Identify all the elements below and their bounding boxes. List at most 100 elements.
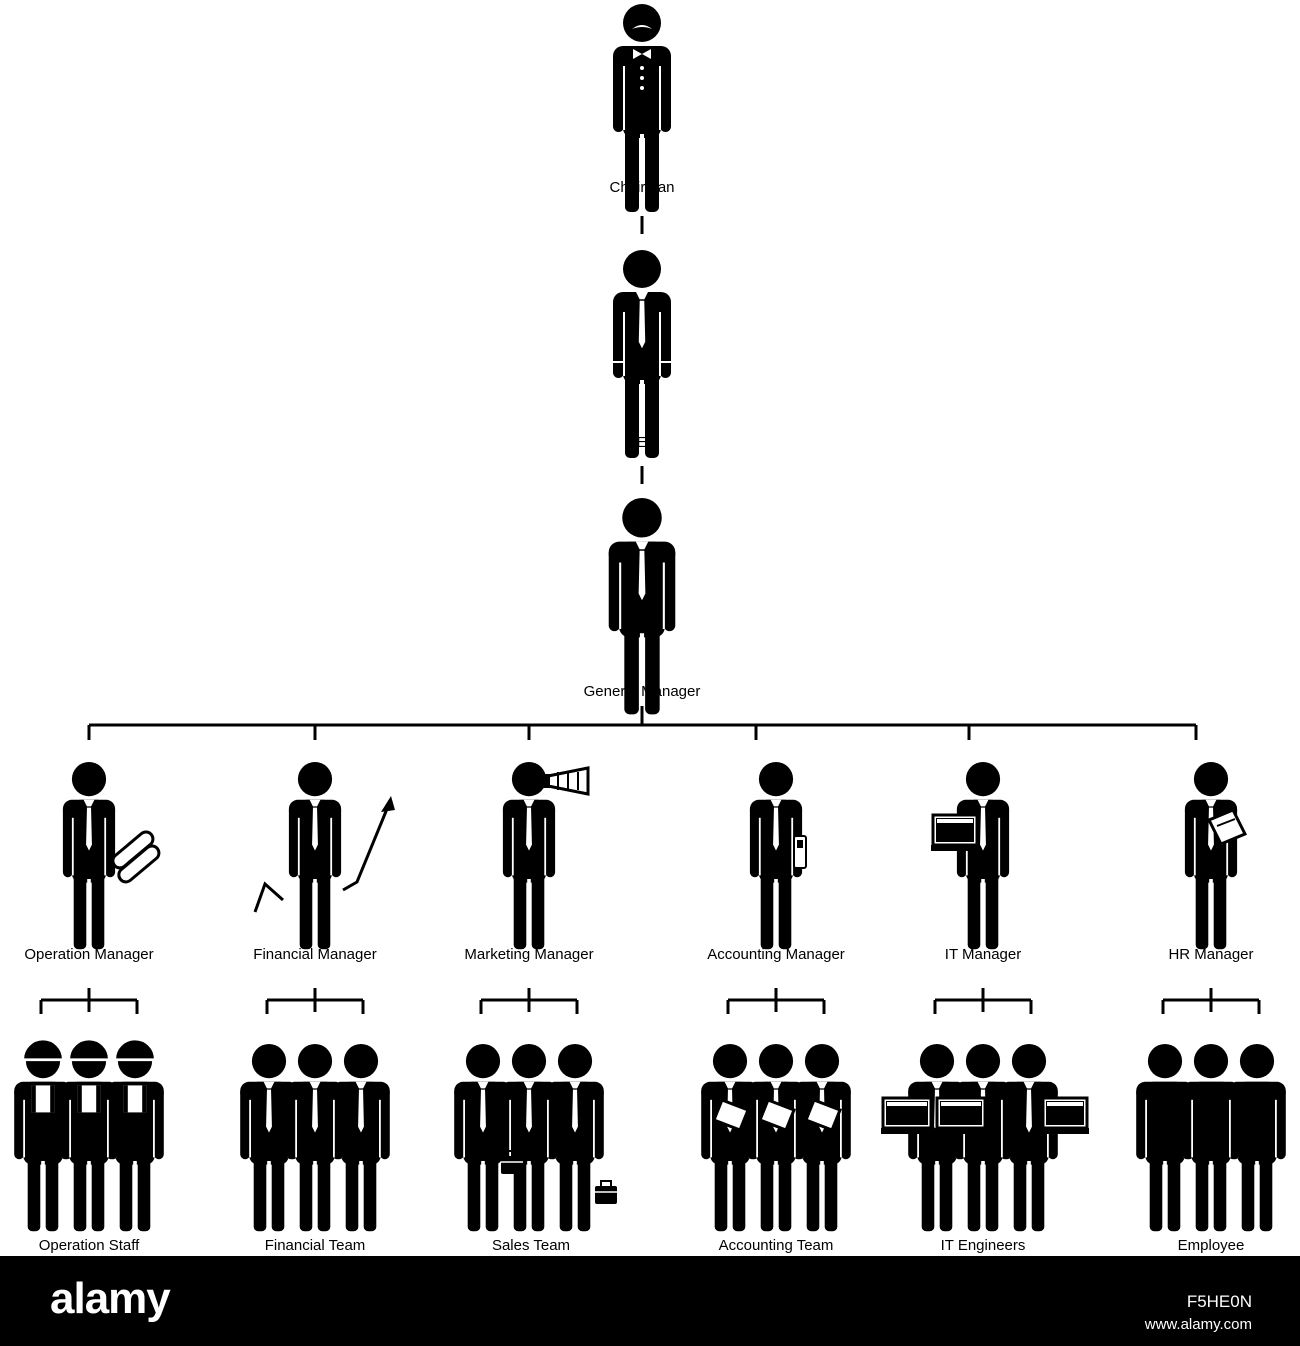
general-manager-label: General Manager	[583, 683, 701, 700]
org-chart-diagram	[14, 4, 1286, 1232]
team-member-0-2	[60, 1038, 118, 1232]
general-manager-figure	[608, 498, 676, 715]
left-leg	[119, 1152, 133, 1232]
head-shape	[1193, 1044, 1229, 1079]
overalls-bib	[77, 1085, 101, 1113]
left-leg	[27, 1152, 41, 1232]
left-leg	[1149, 1152, 1163, 1232]
left-leg	[345, 1152, 359, 1232]
left-leg	[624, 622, 639, 715]
left-arm	[608, 547, 621, 632]
manager-figure-2	[502, 762, 556, 950]
right-leg	[45, 1152, 59, 1232]
collar	[477, 1081, 489, 1093]
brand-logo: alamy	[50, 1274, 171, 1323]
head-shape	[71, 762, 107, 797]
right-arm	[593, 1087, 604, 1160]
right-leg	[824, 1152, 838, 1232]
manager-figure-4	[956, 762, 1010, 950]
left-leg	[559, 1152, 573, 1232]
right-leg	[485, 1152, 499, 1232]
left-leg	[921, 1152, 935, 1232]
collar	[770, 1081, 782, 1093]
right-leg	[985, 1152, 999, 1232]
head-shape	[758, 762, 794, 797]
tie	[84, 806, 94, 854]
left-leg	[73, 870, 87, 950]
collar	[977, 1081, 989, 1093]
left-arm	[1136, 1087, 1147, 1160]
right-arm	[331, 805, 342, 878]
papers-icon	[758, 1098, 796, 1132]
chairman-label: Chairman	[609, 179, 675, 196]
hardhat	[22, 1038, 64, 1061]
team-label-sales: Sales Team	[491, 1237, 571, 1254]
laptop-icon	[881, 1096, 933, 1134]
left-leg	[1241, 1152, 1255, 1232]
right-leg	[91, 1152, 105, 1232]
tie	[264, 1088, 274, 1136]
team-label-employee: Employee	[1177, 1237, 1245, 1254]
collar	[309, 799, 321, 811]
tie	[570, 1088, 580, 1136]
team-member-1-0	[240, 1044, 298, 1232]
right-leg	[91, 870, 105, 950]
image-code: F5HE0N	[1186, 1292, 1252, 1311]
left-leg	[625, 124, 639, 212]
head-shape	[623, 250, 661, 288]
right-leg	[531, 1152, 545, 1232]
head-shape	[1147, 1044, 1183, 1079]
collar	[569, 1081, 581, 1093]
left-leg	[760, 870, 774, 950]
manager-label-accounting: Accounting Manager	[707, 946, 845, 963]
overalls-bib	[31, 1085, 55, 1113]
right-leg	[1213, 870, 1227, 950]
team-member-4-2	[954, 1044, 1012, 1232]
team-label-accounting: Accounting Team	[718, 1237, 834, 1254]
left-leg	[73, 1152, 87, 1232]
collar	[355, 1081, 367, 1093]
left-arm	[613, 298, 624, 378]
right-leg	[317, 1152, 331, 1232]
left-arm	[1182, 1087, 1193, 1160]
tie	[637, 299, 647, 352]
left-arm	[240, 1087, 251, 1160]
team-label-financial: Financial Team	[264, 1237, 366, 1254]
right-arm	[840, 1087, 851, 1160]
torso-shape	[623, 46, 661, 138]
team-member-1-2	[286, 1044, 344, 1232]
left-arm	[14, 1087, 25, 1160]
left-arm	[502, 805, 513, 878]
left-arm	[500, 1087, 511, 1160]
right-leg	[645, 622, 660, 715]
collar	[1023, 1081, 1035, 1093]
left-arm	[288, 805, 299, 878]
tie	[524, 1088, 534, 1136]
right-leg	[1031, 1152, 1045, 1232]
briefcase-icon	[501, 1150, 523, 1174]
right-leg	[732, 1152, 746, 1232]
shoulders	[1136, 1081, 1194, 1102]
head-shape	[804, 1044, 840, 1079]
team-member-5-0	[1136, 1044, 1194, 1232]
team-label-it: IT Engineers	[940, 1237, 1026, 1254]
tie	[310, 1088, 320, 1136]
head-shape	[465, 1044, 501, 1079]
left-arm	[286, 1087, 297, 1160]
ceo-label: CEO	[625, 434, 659, 451]
right-arm	[379, 1087, 390, 1160]
chairman-figure	[613, 4, 671, 212]
head-shape	[557, 1044, 593, 1079]
head-shape	[1193, 762, 1229, 797]
collar	[636, 292, 648, 304]
left-leg	[299, 870, 313, 950]
team-member-2-0	[454, 1044, 512, 1232]
blueprint-rolls-icon	[111, 830, 161, 884]
team-member-2-2	[500, 1044, 558, 1232]
manager-label-marketing: Marketing Manager	[464, 946, 594, 963]
shoulders	[1228, 1081, 1286, 1102]
tie	[356, 1088, 366, 1136]
collar	[635, 541, 649, 555]
head-shape	[1239, 1044, 1275, 1079]
manager-label-it: IT Manager	[944, 946, 1022, 963]
